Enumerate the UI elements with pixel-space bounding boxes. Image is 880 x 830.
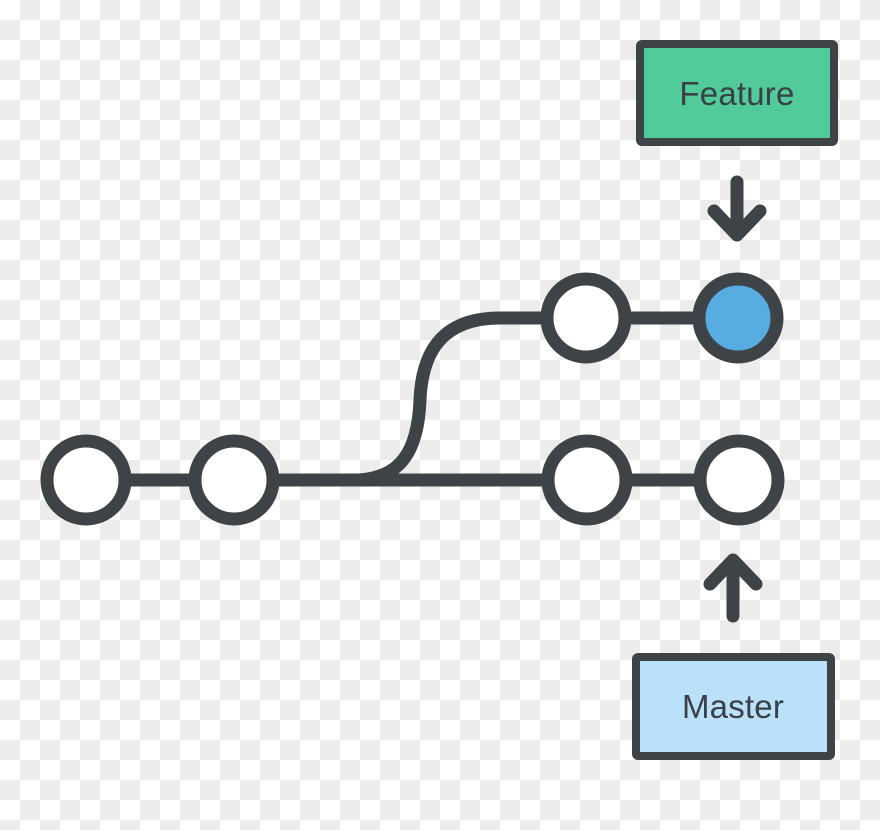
master-commit-node-3: [541, 434, 633, 526]
feature-commit-node-1: [540, 272, 632, 364]
master-commit-node-4: [693, 434, 785, 526]
master-commit-node-2: [188, 434, 280, 526]
down-arrow-icon: [707, 175, 767, 242]
feature-tip-commit-node: [692, 272, 784, 364]
master-branch-label: Master: [682, 688, 784, 725]
master-commit-node-1: [40, 434, 132, 526]
feature-branch-line: [357, 311, 738, 487]
master-branch-label-box: [632, 653, 835, 760]
feature-branch-label: Feature: [679, 75, 794, 112]
feature-branch-label-box: [636, 40, 838, 146]
up-arrow-icon: [703, 553, 763, 623]
